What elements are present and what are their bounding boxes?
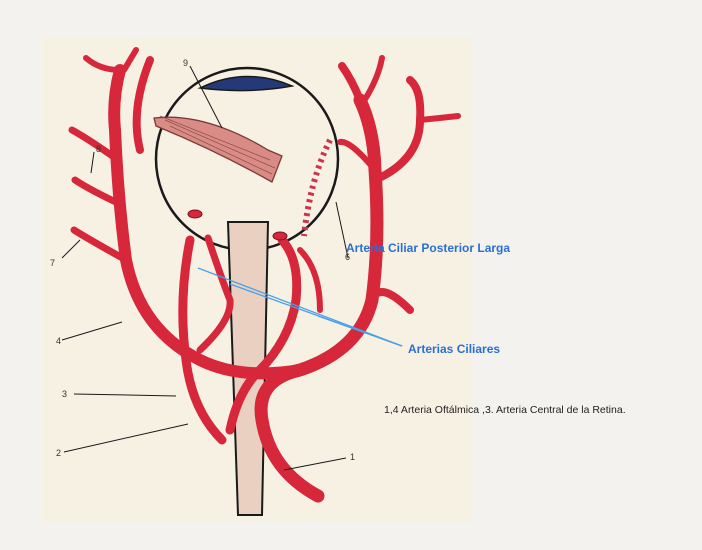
number-7: 7 <box>50 258 55 268</box>
number-4: 4 <box>56 336 61 346</box>
caption: 1,4 Arteria Oftálmica ,3. Arteria Centra… <box>384 404 674 417</box>
label-posterior-long-ciliary: Arteria Ciliar Posterior Larga <box>346 241 510 255</box>
number-3: 3 <box>62 389 67 399</box>
extraocular-muscle <box>154 117 282 182</box>
number-1: 1 <box>350 452 355 462</box>
cornea <box>200 76 292 90</box>
number-8: 8 <box>96 144 101 154</box>
posterior-ciliary-dotted <box>304 140 330 236</box>
label-ciliary-arteries: Arterias Ciliares <box>408 342 500 356</box>
number-6: 6 <box>345 252 350 262</box>
number-9: 9 <box>183 58 188 68</box>
number-2: 2 <box>56 448 61 458</box>
